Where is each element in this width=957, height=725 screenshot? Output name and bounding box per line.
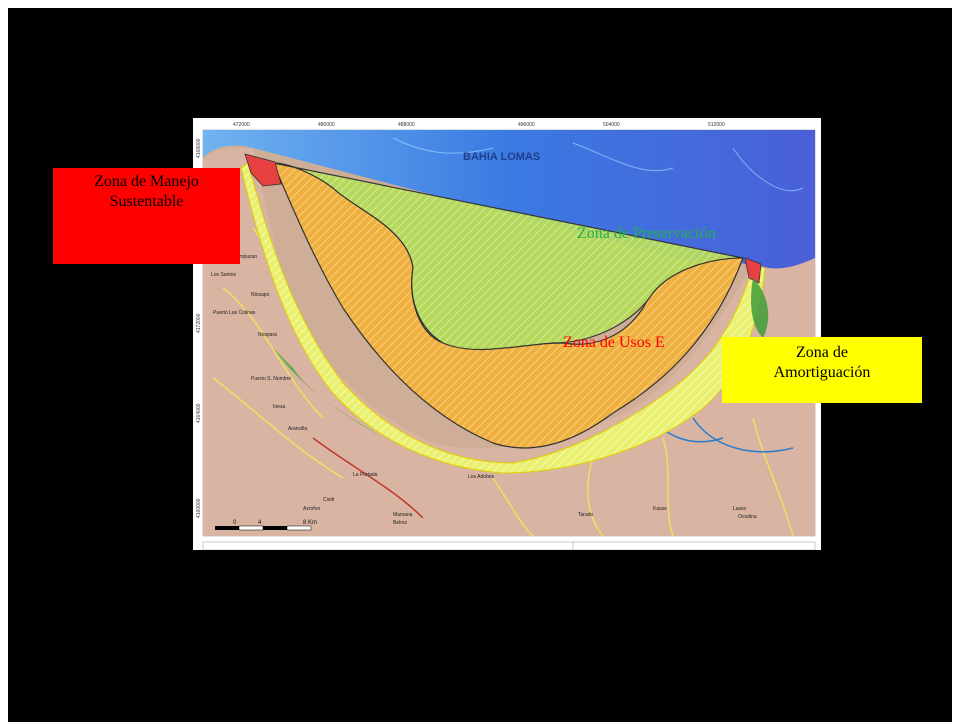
svg-text:504000: 504000	[603, 122, 620, 128]
svg-text:8 Km: 8 Km	[303, 520, 317, 526]
svg-text:La Portada: La Portada	[353, 472, 378, 478]
svg-text:512000: 512000	[708, 122, 725, 128]
svg-text:4: 4	[258, 520, 262, 526]
map-frame: BAHIA LOMAS 472000 480000 488000 496000 …	[193, 118, 821, 550]
zone-manejo-west	[244, 153, 282, 187]
svg-text:4164000: 4164000	[196, 403, 202, 423]
land-area	[203, 148, 815, 536]
callout-manejo-line1: Zona de Manejo	[94, 173, 199, 190]
svg-text:Niosapo: Niosapo	[251, 292, 270, 298]
zone-preservacion	[272, 162, 744, 351]
callout-amort-line1: Zona de	[796, 344, 848, 361]
zone-manejo-east	[744, 257, 762, 284]
svg-text:480000: 480000	[318, 122, 335, 128]
svg-text:488000: 488000	[398, 122, 415, 128]
svg-text:Kasse: Kasse	[653, 506, 667, 512]
callout-zona-preservacion: Zona de Preservación	[577, 225, 716, 242]
svg-text:472000: 472000	[233, 122, 250, 128]
bay-label: BAHIA LOMAS	[463, 151, 540, 163]
svg-text:Mamana: Mamana	[393, 512, 413, 518]
svg-text:Lasso: Lasso	[733, 506, 747, 512]
svg-text:Inesa: Inesa	[273, 404, 285, 410]
svg-text:Los Adobes: Los Adobes	[468, 474, 495, 480]
svg-text:Belrez: Belrez	[393, 520, 408, 526]
svg-text:Campuzan: Campuzan	[233, 254, 257, 260]
sea-area	[203, 130, 815, 273]
legend-strip	[202, 541, 816, 550]
svg-text:Puerto Las Colinas: Puerto Las Colinas	[213, 310, 256, 316]
map-image: BAHIA LOMAS 472000 480000 488000 496000 …	[193, 118, 821, 550]
svg-text:4172000: 4172000	[196, 313, 202, 333]
place-labels: Campuzan Los Santos Niosapo Puerto Las C…	[211, 254, 757, 526]
svg-text:Tarado: Tarado	[578, 512, 594, 518]
svg-text:Cioiti: Cioiti	[323, 497, 334, 503]
svg-text:496000: 496000	[518, 122, 535, 128]
svg-text:Puerto S. Nombre: Puerto S. Nombre	[251, 376, 291, 382]
svg-text:Arancilla: Arancilla	[288, 426, 307, 432]
zone-amortiguacion	[240, 162, 766, 474]
svg-text:Los Santos: Los Santos	[211, 272, 237, 278]
svg-text:Ocodina: Ocodina	[738, 514, 757, 520]
callout-zona-manejo-sustentable: Zona de Manejo Sustentable	[53, 168, 240, 264]
y-tick-labels: 4168000 4172000 4164000 4160000	[196, 138, 202, 518]
callout-zona-usos: Zona de Usos E	[563, 334, 665, 351]
svg-text:0: 0	[233, 520, 237, 526]
svg-text:Nospara: Nospara	[258, 332, 277, 338]
callout-manejo-line2: Sustentable	[109, 193, 184, 210]
svg-text:Azrofon: Azrofon	[303, 506, 320, 512]
callout-amort-line2: Amortiguación	[773, 364, 871, 381]
x-tick-labels: 472000 480000 488000 496000 504000 51200…	[233, 122, 725, 128]
callout-zona-amortiguacion: Zona de Amortiguación	[722, 337, 922, 403]
svg-text:4160000: 4160000	[196, 498, 202, 518]
scale-bar: 0 4 8 Km	[215, 520, 317, 531]
svg-text:4168000: 4168000	[196, 138, 202, 158]
